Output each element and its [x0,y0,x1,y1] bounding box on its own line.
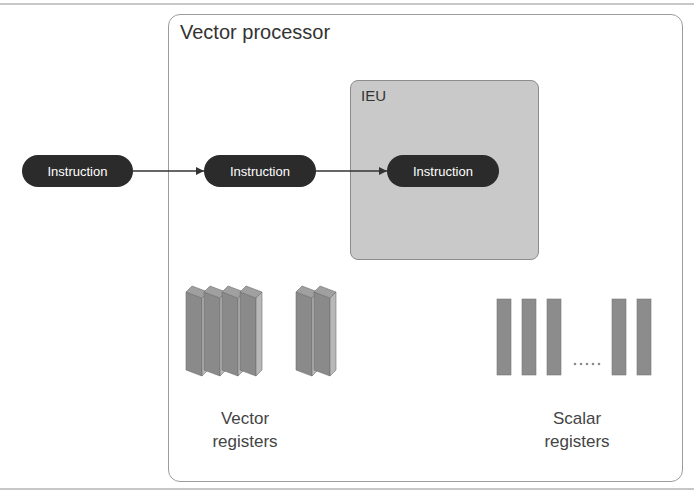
node-text: Instruction [48,164,108,179]
register-slab-face [222,292,238,376]
instruction-pill: Instruction [22,155,133,187]
label-holder: Scalar registers [527,408,627,454]
scalar-register [522,299,536,375]
register-caption: Scalar registers [527,408,627,454]
register-caption: Vector registers [195,408,295,454]
scalar-register [637,299,651,375]
register-slab-side [256,292,262,376]
instruction-pill: Instruction [204,155,316,187]
flow-arrow [133,170,204,171]
instruction-pill: Instruction [387,155,499,187]
register-slab-top [314,286,336,298]
execution-unit-box: IEU Instruction [350,80,539,260]
vector-register-stack [186,286,336,376]
scalar-register [547,299,561,375]
bottom-rule [0,488,694,490]
register-slab-face [240,292,256,376]
scalar-register-bars [497,299,651,375]
node-text: IEU [361,87,528,104]
ellipsis-dots [574,363,601,366]
register-slab-face [204,292,220,376]
node-text: Instruction [413,164,473,179]
flow-arrow [316,170,387,171]
label-holder: Vector registers [195,408,295,454]
register-slab-face [296,292,312,376]
node-text: Vector processor [180,21,671,44]
scalar-register [612,299,626,375]
node-text: Instruction [230,164,290,179]
register-slab-top [240,286,262,298]
top-rule [0,3,694,5]
register-slab-face [314,292,330,376]
scalar-register [497,299,511,375]
register-slab-face [186,292,202,376]
register-slab-side [330,292,336,376]
